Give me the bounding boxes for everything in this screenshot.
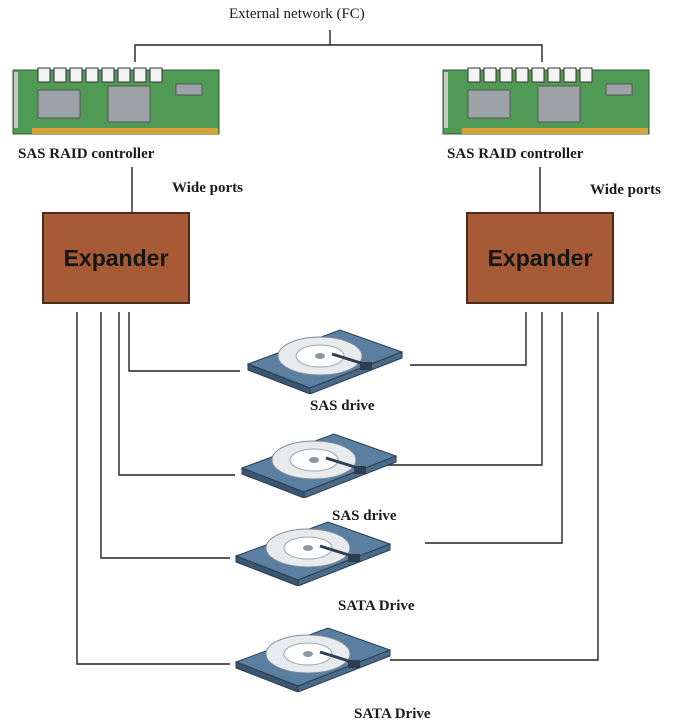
drive-link-right-1 [410, 312, 527, 366]
controller-label-right: SAS RAID controller [447, 146, 584, 162]
sata-drive-2-icon [234, 627, 392, 692]
drive-link-right-3 [425, 312, 563, 544]
drive-link-right-2 [384, 312, 543, 466]
raid-controller-card-right [442, 67, 650, 135]
drive-link-right-4 [390, 312, 599, 661]
controller-label-left: SAS RAID controller [18, 146, 155, 162]
expander-right-label: Expander [487, 244, 593, 271]
raid-controller-card-left [12, 67, 220, 135]
drive-link-left-2 [118, 312, 235, 476]
drive-link-left-3 [100, 312, 230, 559]
drive-label-3: SATA Drive [338, 598, 415, 614]
expander-left-label: Expander [63, 244, 169, 271]
external-network-label: External network (FC) [229, 6, 365, 22]
expander-left: Expander [42, 212, 190, 304]
sas-drive-2-icon [240, 433, 398, 498]
drive-link-left-4 [76, 312, 230, 665]
sata-drive-1-icon [234, 521, 392, 586]
wide-ports-label-right: Wide ports [590, 182, 661, 198]
drive-label-1: SAS drive [310, 398, 375, 414]
drive-link-left-1 [128, 312, 240, 372]
network-link [134, 44, 543, 62]
wide-ports-label-left: Wide ports [172, 180, 243, 196]
sas-drive-1-icon [246, 329, 404, 394]
expander-right: Expander [466, 212, 614, 304]
drive-label-4: SATA Drive [354, 706, 431, 722]
drive-label-2: SAS drive [332, 508, 397, 524]
